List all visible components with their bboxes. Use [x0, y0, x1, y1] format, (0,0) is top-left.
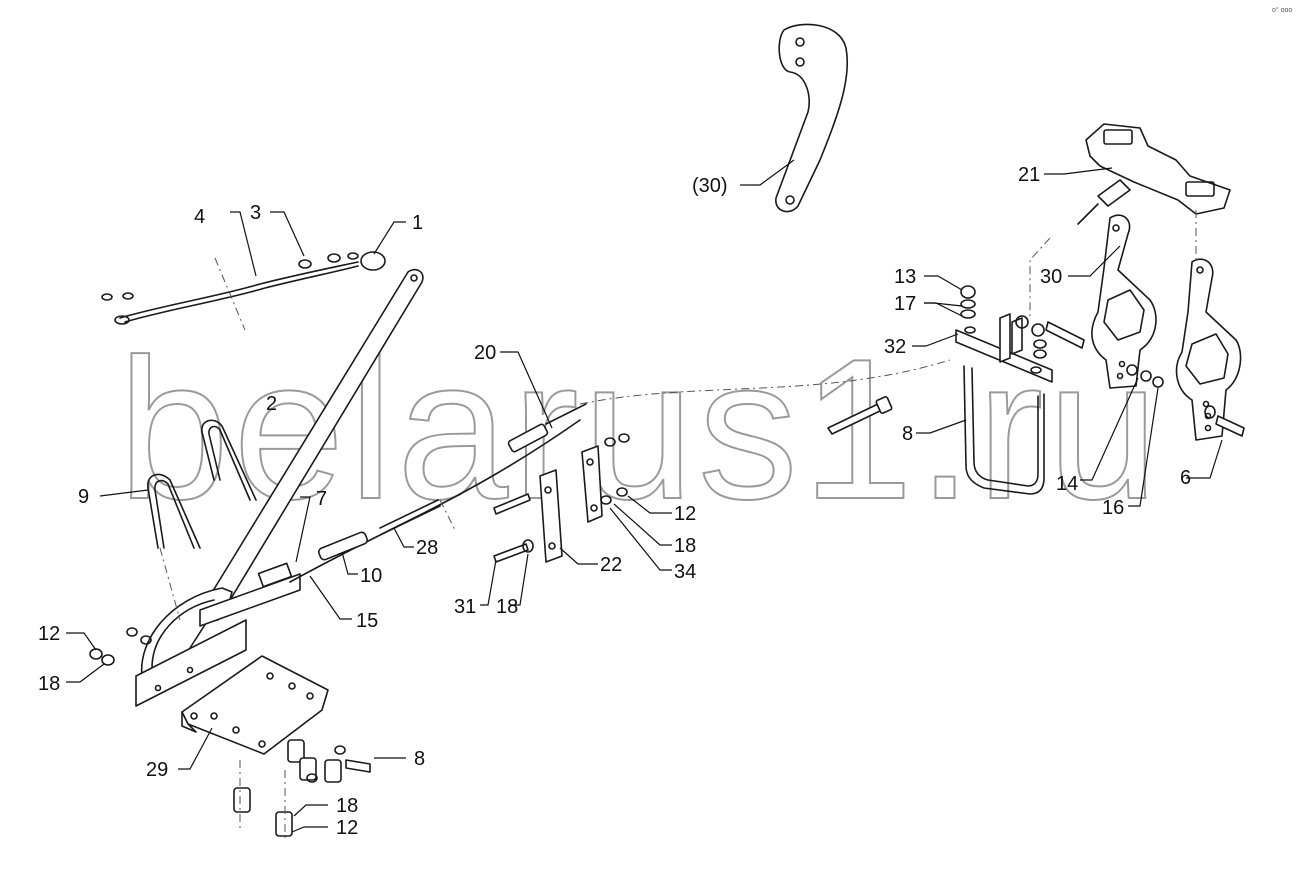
lever-2 [199, 268, 424, 621]
callout-8-ubolt: 8 [902, 423, 913, 445]
callout-20: 20 [474, 342, 496, 364]
callout-18-lower: 18 [496, 596, 518, 618]
callout-31: 31 [454, 596, 476, 618]
callout-2: 2 [266, 393, 277, 415]
callout-9: 9 [78, 486, 89, 508]
callout-13: 13 [894, 266, 916, 288]
callout-6: 6 [1180, 467, 1191, 489]
callout-7: 7 [316, 488, 327, 510]
corner-mark: o° ooo [1272, 6, 1292, 14]
callout-12-bottom: 12 [336, 817, 358, 839]
sector-plate [135, 562, 301, 707]
bracket-30-detached [775, 23, 849, 213]
callout-4: 4 [194, 206, 205, 228]
pin-cable-end [579, 359, 951, 435]
callout-15: 15 [356, 610, 378, 632]
callout-28: 28 [416, 537, 438, 559]
callout-labels: 1 2 3 4 6 7 8 8 9 10 12 12 12 13 14 15 1… [38, 164, 1191, 839]
callout-17: 17 [894, 293, 916, 315]
u-bolt-9 [147, 419, 257, 621]
callout-34: 34 [674, 561, 696, 583]
top-plate-21 [1077, 123, 1231, 225]
callout-1: 1 [412, 212, 423, 234]
callout-3: 3 [250, 202, 261, 224]
callout-16: 16 [1102, 497, 1124, 519]
callout-29: 29 [146, 759, 168, 781]
callout-12-center: 12 [674, 503, 696, 525]
callout-18-bottom: 18 [336, 795, 358, 817]
u-bolt-8 [963, 365, 1045, 495]
callout-18-left: 18 [38, 673, 60, 695]
mounting-plate-29 [181, 655, 329, 755]
fasteners-right [960, 210, 1245, 437]
bracket-30-right [1175, 258, 1242, 441]
callout-32: 32 [884, 336, 906, 358]
callout-30-bracket: 30 [1040, 266, 1062, 288]
callout-30-detached: (30) [692, 175, 728, 197]
callout-18-center: 18 [674, 535, 696, 557]
callout-8-bolt: 8 [414, 748, 425, 770]
control-cable-20 [289, 403, 587, 583]
cable-assembly-4 [101, 251, 386, 331]
callout-22: 22 [600, 554, 622, 576]
link-plate-22 [493, 433, 630, 563]
callout-12-left: 12 [38, 623, 60, 645]
callout-14: 14 [1056, 473, 1078, 495]
callout-10: 10 [360, 565, 382, 587]
fastener-stack [89, 627, 371, 840]
callout-21: 21 [1018, 164, 1040, 186]
leader-lines [66, 159, 1223, 833]
frame-bracket-32 [955, 313, 1053, 383]
